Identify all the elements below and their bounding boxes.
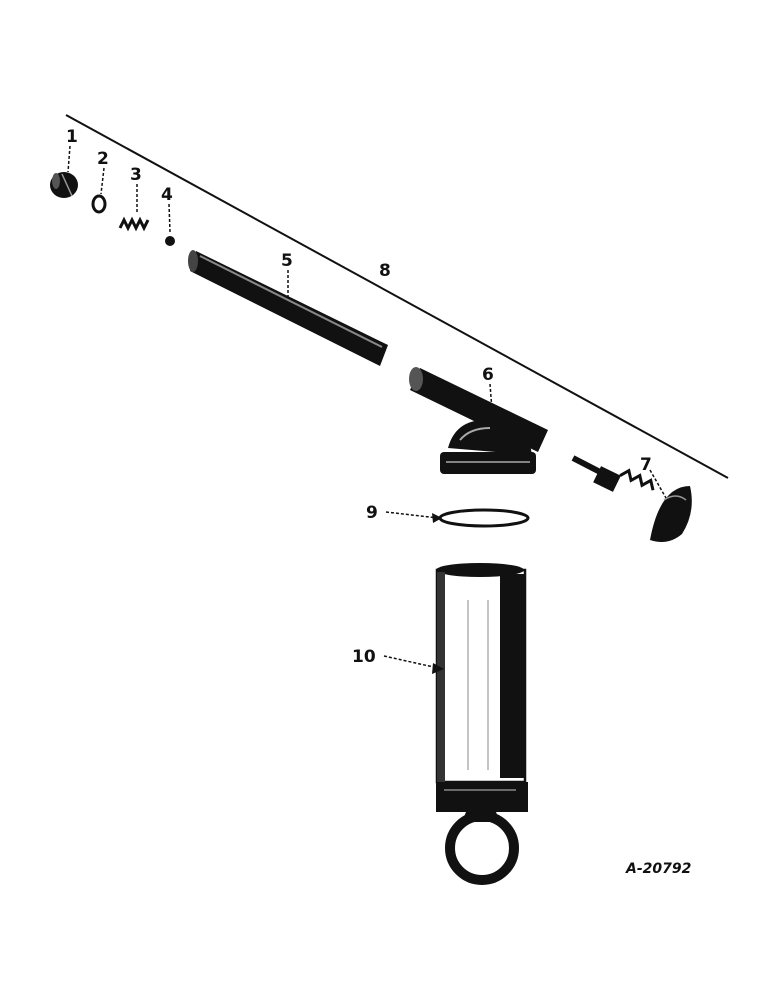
part-1-fitting — [50, 172, 78, 198]
leader-7 — [649, 469, 667, 499]
drawing-code: A-20792 — [625, 861, 691, 877]
callout-10: 10 — [352, 647, 376, 667]
callout-1: 1 — [66, 127, 78, 147]
part-7-plunger — [571, 455, 692, 542]
callout-5: 5 — [281, 251, 293, 271]
part-4-ball — [165, 236, 175, 246]
leader-2 — [100, 167, 105, 195]
callout-2: 2 — [97, 149, 109, 169]
callout-9: 9 — [366, 503, 378, 523]
part-10-barrel — [435, 563, 528, 885]
part-2-washer — [91, 194, 107, 214]
leader-4 — [168, 203, 171, 233]
leader-10 — [383, 655, 439, 669]
part-6-head — [409, 367, 548, 474]
leader-1 — [67, 145, 71, 173]
callout-4: 4 — [161, 185, 173, 205]
callout-8: 8 — [379, 261, 391, 281]
leader-6 — [489, 383, 493, 411]
part-3-spring — [118, 216, 150, 232]
callout-3: 3 — [130, 165, 142, 185]
leader-9-arrow — [432, 513, 442, 523]
callout-6: 6 — [482, 365, 494, 385]
part-9-gasket — [438, 508, 530, 528]
leader-10-arrow — [432, 663, 444, 674]
leader-9 — [385, 511, 439, 519]
assembly-line — [65, 114, 729, 479]
part-5-tube — [188, 250, 388, 366]
callout-7: 7 — [640, 455, 652, 475]
